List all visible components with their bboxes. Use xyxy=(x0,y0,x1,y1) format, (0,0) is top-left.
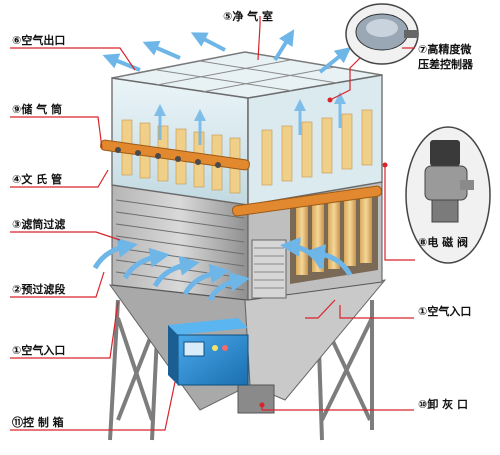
label-air-inlet-right: ①空气入口 xyxy=(418,305,472,318)
air-tank xyxy=(100,139,382,217)
label-pressure-controller: ⑦高精度微 压差控制器 xyxy=(418,43,473,71)
label-dust-outlet: ⑩卸 灰 口 xyxy=(418,398,468,411)
label-clean-air-chamber: ⑤净 气 室 xyxy=(223,10,273,23)
pressure-gauge-icon xyxy=(345,3,419,65)
label-filter-cartridge: ③滤筒过滤 xyxy=(12,218,66,231)
solenoid-valve-icon xyxy=(405,126,491,264)
leader-dots xyxy=(259,97,388,408)
label-air-tank: ⑨储 气 筒 xyxy=(12,103,62,116)
filter-cartridges xyxy=(296,193,372,275)
air-inlet-arrows xyxy=(92,236,353,302)
label-venturi: ④文 氏 管 xyxy=(12,173,62,186)
label-solenoid-valve: ⑧电 磁 阀 xyxy=(418,236,468,249)
clean-air-outlet-arrows xyxy=(102,29,352,74)
label-prefilter: ②预过滤段 xyxy=(12,283,66,296)
control-box xyxy=(168,318,249,386)
label-control-box: ⑪控 制 箱 xyxy=(12,416,64,429)
label-air-inlet-left: ①空气入口 xyxy=(12,344,66,357)
label-clean-air-outlet: ⑥空气出口 xyxy=(12,34,66,47)
leader-lines xyxy=(10,16,415,431)
